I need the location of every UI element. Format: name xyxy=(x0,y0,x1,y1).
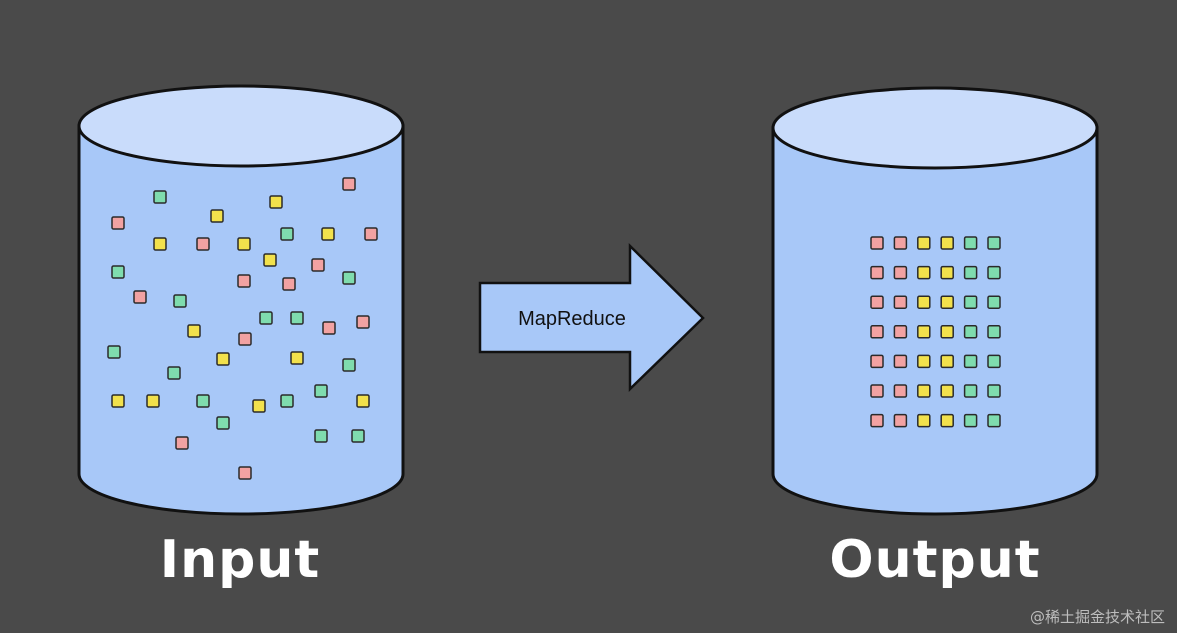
output-data-square xyxy=(940,384,954,398)
output-data-square xyxy=(963,354,978,369)
input-data-square xyxy=(210,209,224,223)
output-data-square xyxy=(917,236,931,250)
input-data-square xyxy=(321,227,335,241)
output-label: Output xyxy=(829,530,1041,590)
input-data-square xyxy=(259,311,273,325)
output-data-square xyxy=(940,325,954,339)
input-data-square xyxy=(146,394,160,408)
input-data-square xyxy=(342,358,356,372)
input-data-square xyxy=(111,394,125,408)
output-data-square xyxy=(870,354,884,369)
input-data-square xyxy=(216,416,230,430)
output-data-square xyxy=(893,265,908,280)
input-data-square xyxy=(364,227,378,241)
input-data-square xyxy=(173,294,187,308)
mapreduce-label: MapReduce xyxy=(518,308,626,330)
input-data-square xyxy=(175,436,189,450)
input-data-square xyxy=(290,311,304,325)
output-data-square xyxy=(963,325,978,339)
input-data-square xyxy=(342,177,356,191)
input-data-square xyxy=(216,352,230,366)
output-data-square xyxy=(987,384,1001,398)
output-data-square xyxy=(940,265,954,280)
mapreduce-arrow: MapReduce xyxy=(478,243,705,392)
output-data-square xyxy=(870,325,884,339)
output-data-square xyxy=(963,384,978,398)
output-data-square xyxy=(987,295,1001,309)
output-data-square xyxy=(940,413,954,428)
output-data-square xyxy=(963,295,978,309)
output-data-square xyxy=(940,295,954,309)
output-data-square xyxy=(963,236,978,250)
input-data-square xyxy=(269,195,283,209)
output-data-square xyxy=(987,236,1001,250)
watermark: @稀土掘金技术社区 xyxy=(1029,608,1165,626)
input-data-square xyxy=(314,384,328,398)
output-data-square xyxy=(987,354,1001,369)
output-data-square xyxy=(917,265,931,280)
input-label: Input xyxy=(159,530,321,590)
input-data-square xyxy=(252,399,266,413)
output-cylinder-body xyxy=(771,126,1099,516)
input-data-square xyxy=(238,332,252,346)
output-data-square xyxy=(987,265,1001,280)
input-data-square xyxy=(290,351,304,365)
input-data-square xyxy=(196,394,210,408)
input-data-square xyxy=(107,345,121,359)
input-data-square xyxy=(282,277,296,291)
output-data-square xyxy=(893,413,908,428)
input-data-square xyxy=(133,290,147,304)
output-data-square xyxy=(870,295,884,309)
input-data-square xyxy=(314,429,328,443)
input-cylinder-body xyxy=(77,124,405,516)
input-data-square xyxy=(187,324,201,338)
output-data-square xyxy=(917,295,931,309)
input-data-square xyxy=(153,237,167,251)
input-data-square xyxy=(238,466,252,480)
output-data-square xyxy=(987,325,1001,339)
input-data-square xyxy=(280,394,294,408)
input-data-square xyxy=(237,237,251,251)
input-cylinder xyxy=(77,84,405,516)
output-cylinder-top xyxy=(771,86,1099,170)
output-data-square xyxy=(893,354,908,369)
input-data-square xyxy=(153,190,167,204)
output-data-square xyxy=(917,413,931,428)
input-data-square xyxy=(111,216,125,230)
output-data-square xyxy=(893,325,908,339)
output-data-square xyxy=(870,265,884,280)
output-data-square xyxy=(870,413,884,428)
input-data-square xyxy=(280,227,294,241)
output-data-square xyxy=(987,413,1001,428)
output-data-square xyxy=(940,236,954,250)
input-data-square xyxy=(196,237,210,251)
input-data-square xyxy=(167,366,181,380)
output-data-square xyxy=(917,325,931,339)
input-data-square xyxy=(356,394,370,408)
input-data-square xyxy=(356,315,370,329)
input-data-square xyxy=(263,253,277,267)
output-data-square xyxy=(963,265,978,280)
arrow-shape xyxy=(478,243,705,392)
output-data-square xyxy=(870,384,884,398)
input-data-square xyxy=(351,429,365,443)
output-data-square xyxy=(893,236,908,250)
output-data-square xyxy=(917,354,931,369)
output-data-square xyxy=(893,384,908,398)
output-data-square xyxy=(940,354,954,369)
output-data-square xyxy=(917,384,931,398)
input-data-square xyxy=(111,265,125,279)
output-data-square xyxy=(893,295,908,309)
output-data-square xyxy=(963,413,978,428)
output-data-square xyxy=(870,236,884,250)
input-data-square xyxy=(237,274,251,288)
input-data-square xyxy=(322,321,336,335)
input-cylinder-top xyxy=(77,84,405,168)
output-cylinder xyxy=(771,86,1099,516)
input-data-square xyxy=(311,258,325,272)
input-data-square xyxy=(342,271,356,285)
